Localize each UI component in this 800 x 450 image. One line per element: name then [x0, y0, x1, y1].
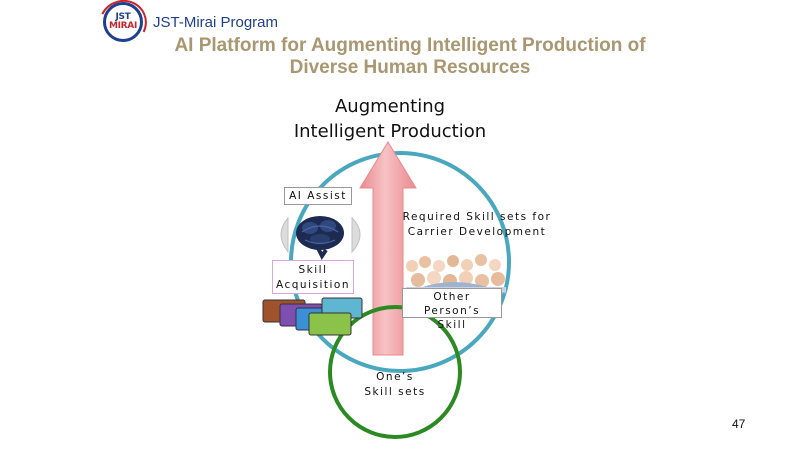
goal-label-line-2: Intelligent Production — [293, 121, 487, 142]
slide-title-line-1: AI Platform for Augmenting Intelligent P… — [174, 35, 646, 56]
ones-skill-line-2: Skill sets — [364, 386, 426, 398]
goal-label-line-1: Augmenting — [334, 96, 446, 117]
ai-assist-box: AI Assist — [284, 187, 352, 205]
required-skill-line-1: Required Skill sets for — [402, 211, 552, 223]
ones-skill-line-1: One’s — [376, 371, 414, 383]
page-number: 47 — [732, 417, 746, 431]
skill-acquisition-line-1: Skill — [298, 264, 328, 276]
ai-assist-label: AI Assist — [289, 190, 347, 202]
jst-mirai-logo: JST MIRAI — [103, 2, 143, 42]
brain-icon — [296, 216, 344, 260]
skill-acquisition-box: Skill Acquisition — [272, 260, 354, 294]
ones-skill-sets-label: One’s Skill sets — [345, 370, 445, 400]
other-persons-skill-line-2: Skill — [437, 319, 467, 331]
right-brace-icon — [351, 216, 361, 254]
file-folders-icon — [262, 297, 363, 336]
other-persons-skill-box: Other Person’s Skill — [402, 288, 502, 331]
slide-title-line-2: Diverse Human Resources — [289, 57, 531, 78]
skill-acquisition-line-2: Acquisition — [275, 279, 350, 291]
left-brace-icon — [280, 216, 289, 254]
logo-text-mirai: MIRAI — [108, 21, 138, 31]
ones-skill-circle — [328, 305, 462, 439]
slide-title: AI Platform for Augmenting Intelligent P… — [150, 35, 670, 79]
required-skill-line-2: Carrier Development — [407, 226, 547, 238]
logo-text-jst: JST — [115, 12, 131, 22]
program-name: JST-Mirai Program — [153, 14, 279, 31]
other-persons-skill-line-1: Other Person’s — [423, 291, 481, 317]
required-skill-sets-label: Required Skill sets for Carrier Developm… — [402, 210, 552, 240]
goal-label: Augmenting Intelligent Production — [290, 94, 490, 144]
